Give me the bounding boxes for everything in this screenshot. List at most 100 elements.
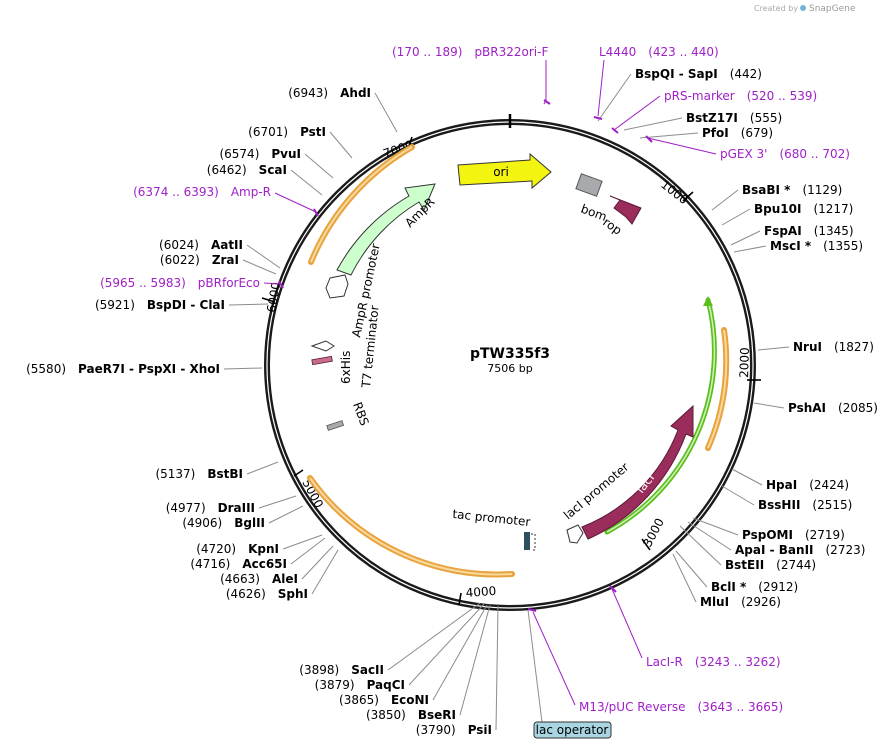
site-label: (3879)PaqCI — [315, 678, 405, 692]
site-leader — [246, 244, 281, 269]
site-position: (1827) — [834, 340, 874, 354]
restriction-site[interactable]: NruI (1827) — [757, 340, 874, 354]
site-leader — [730, 230, 761, 246]
restriction-site[interactable]: (3850)BseRI — [366, 604, 491, 722]
restriction-site[interactable]: (6943)AhdI — [288, 86, 398, 133]
restriction-site[interactable]: MluI(2926) — [672, 553, 781, 609]
primer-leader — [543, 60, 547, 105]
site-label: (3898)SacII — [299, 663, 384, 677]
site-position: (1217) — [813, 202, 853, 216]
site-leader — [408, 603, 485, 686]
restriction-site[interactable]: ApaI - BanII(2723) — [687, 521, 865, 557]
primer-label: M13/pUC Reverse(3643 .. 3665) — [579, 700, 783, 714]
site-name: AatII — [211, 238, 243, 252]
restriction-site[interactable]: BspQI - SapI(442) — [597, 67, 762, 122]
restriction-site[interactable]: (5137)BstBI — [155, 461, 279, 481]
restriction-site[interactable]: PfoI(679) — [639, 126, 773, 140]
restriction-site[interactable]: (4720)KpnI — [196, 534, 323, 556]
site-position: (3790) — [416, 723, 456, 737]
site-position: (3865) — [339, 693, 379, 707]
site-name: BspQI - SapI — [635, 67, 718, 81]
restriction-site[interactable]: BssHII(2515) — [721, 485, 852, 512]
restriction-site[interactable]: (6701)PstI — [248, 125, 353, 159]
site-name: SacII — [351, 663, 384, 677]
site-leader — [258, 495, 297, 509]
primer-name: Amp-R — [231, 185, 271, 199]
primer-site[interactable]: pRS-marker(520 .. 539) — [611, 89, 817, 134]
site-leader — [623, 117, 683, 131]
restriction-site[interactable]: (3790)PsiI — [416, 605, 499, 737]
primer-site[interactable]: LacI-R(3243 .. 3262) — [609, 585, 781, 669]
site-leader — [290, 537, 326, 565]
restriction-site[interactable]: (4906)BglII — [182, 505, 304, 530]
site-position: (1129) — [802, 183, 842, 197]
restriction-site[interactable]: HpaI(2424) — [731, 468, 849, 492]
restriction-site[interactable]: (5921)BspDI - ClaI — [95, 298, 269, 312]
restriction-site[interactable]: (3898)SacII — [299, 602, 481, 677]
primer-site[interactable]: L4440(423 .. 440) — [593, 45, 719, 120]
orf-arc-bottom — [307, 475, 515, 578]
restriction-site[interactable]: (6024)AatII — [159, 238, 281, 269]
restriction-site[interactable]: (5580)PaeR7I - PspXI - XhoI — [26, 362, 263, 376]
restriction-site[interactable]: PspOMI(2719) — [692, 517, 845, 542]
primer-name: pGEX 3' — [720, 147, 767, 161]
site-label: (6574)PvuI — [219, 147, 301, 161]
site-leader — [282, 534, 323, 550]
t7-terminator-icon — [310, 340, 335, 352]
restriction-site[interactable]: FspAI(1345) — [730, 224, 854, 246]
primer-range: (6374 .. 6393) — [133, 185, 219, 199]
site-label: (4716)Acc65I — [190, 557, 287, 571]
site-leader — [757, 346, 790, 351]
primer-site[interactable]: (5965 .. 5983)pBRforEco — [100, 276, 284, 290]
site-label: (6943)AhdI — [288, 86, 371, 100]
site-leader — [675, 550, 708, 588]
site-name: BglII — [234, 516, 265, 530]
restriction-site[interactable]: MscI *(1355) — [733, 239, 863, 253]
restriction-site[interactable]: (3865)EcoNI — [339, 604, 488, 707]
primer-range: (3243 .. 3262) — [695, 655, 781, 669]
site-leader — [329, 131, 353, 159]
restriction-site[interactable]: BsaBI *(1129) — [711, 183, 842, 211]
site-position: (4626) — [226, 587, 266, 601]
restriction-site[interactable]: BclI *(2912) — [675, 550, 798, 594]
restriction-site[interactable]: Bpu10I(1217) — [721, 202, 853, 226]
primer-site[interactable]: pGEX 3'(680 .. 702) — [645, 135, 850, 161]
restriction-site[interactable]: (3879)PaqCI — [315, 603, 485, 692]
restriction-site[interactable]: (4716)Acc65I — [190, 537, 326, 571]
restriction-site[interactable]: (4626)SphI — [226, 549, 339, 601]
site-position: (6022) — [160, 253, 200, 267]
primer-leader — [532, 611, 576, 706]
lac-operator-box[interactable] — [533, 721, 612, 739]
site-label: (4906)BglII — [182, 516, 265, 530]
site-leader — [432, 604, 488, 701]
site-position: (4716) — [190, 557, 230, 571]
site-label: BssHII(2515) — [758, 498, 852, 512]
site-label: BstEII(2744) — [725, 558, 816, 572]
lac-operator-leader — [527, 609, 543, 723]
green-arcs — [604, 296, 717, 535]
site-leader — [242, 259, 277, 275]
site-name: NruI — [793, 340, 822, 354]
restriction-site[interactable]: (6462)ScaI — [207, 163, 323, 196]
site-leader — [268, 505, 304, 524]
site-leader — [731, 468, 763, 486]
site-position: (4977) — [166, 501, 206, 515]
primer-site[interactable]: M13/pUC Reverse(3643 .. 3665) — [527, 608, 783, 714]
primer-site[interactable]: (170 .. 189)pBR322ori-F — [392, 45, 551, 105]
restriction-site[interactable]: PshAI(2085) — [753, 401, 878, 415]
restriction-site[interactable]: (6574)PvuI — [219, 147, 334, 179]
primer-name: pRS-marker — [664, 89, 735, 103]
restriction-site[interactable]: BstZ17I(555) — [623, 111, 782, 131]
site-position: (6943) — [288, 86, 328, 100]
restriction-site[interactable]: (4663)AleI — [220, 545, 334, 586]
site-name: BstZ17I — [686, 111, 738, 125]
restriction-site[interactable]: BstEII(2744) — [679, 525, 816, 572]
site-label: BsaBI *(1129) — [742, 183, 842, 197]
primer-label: pGEX 3'(680 .. 702) — [720, 147, 850, 161]
primer-site[interactable]: (6374 .. 6393) Amp-R — [133, 185, 319, 217]
site-position: (6701) — [248, 125, 288, 139]
restriction-site[interactable]: (4977)DraIII — [166, 495, 297, 515]
restriction-site[interactable]: (6022)ZraI — [160, 253, 277, 275]
site-label: MscI *(1355) — [770, 239, 863, 253]
tac-promoter-dash — [531, 533, 536, 551]
